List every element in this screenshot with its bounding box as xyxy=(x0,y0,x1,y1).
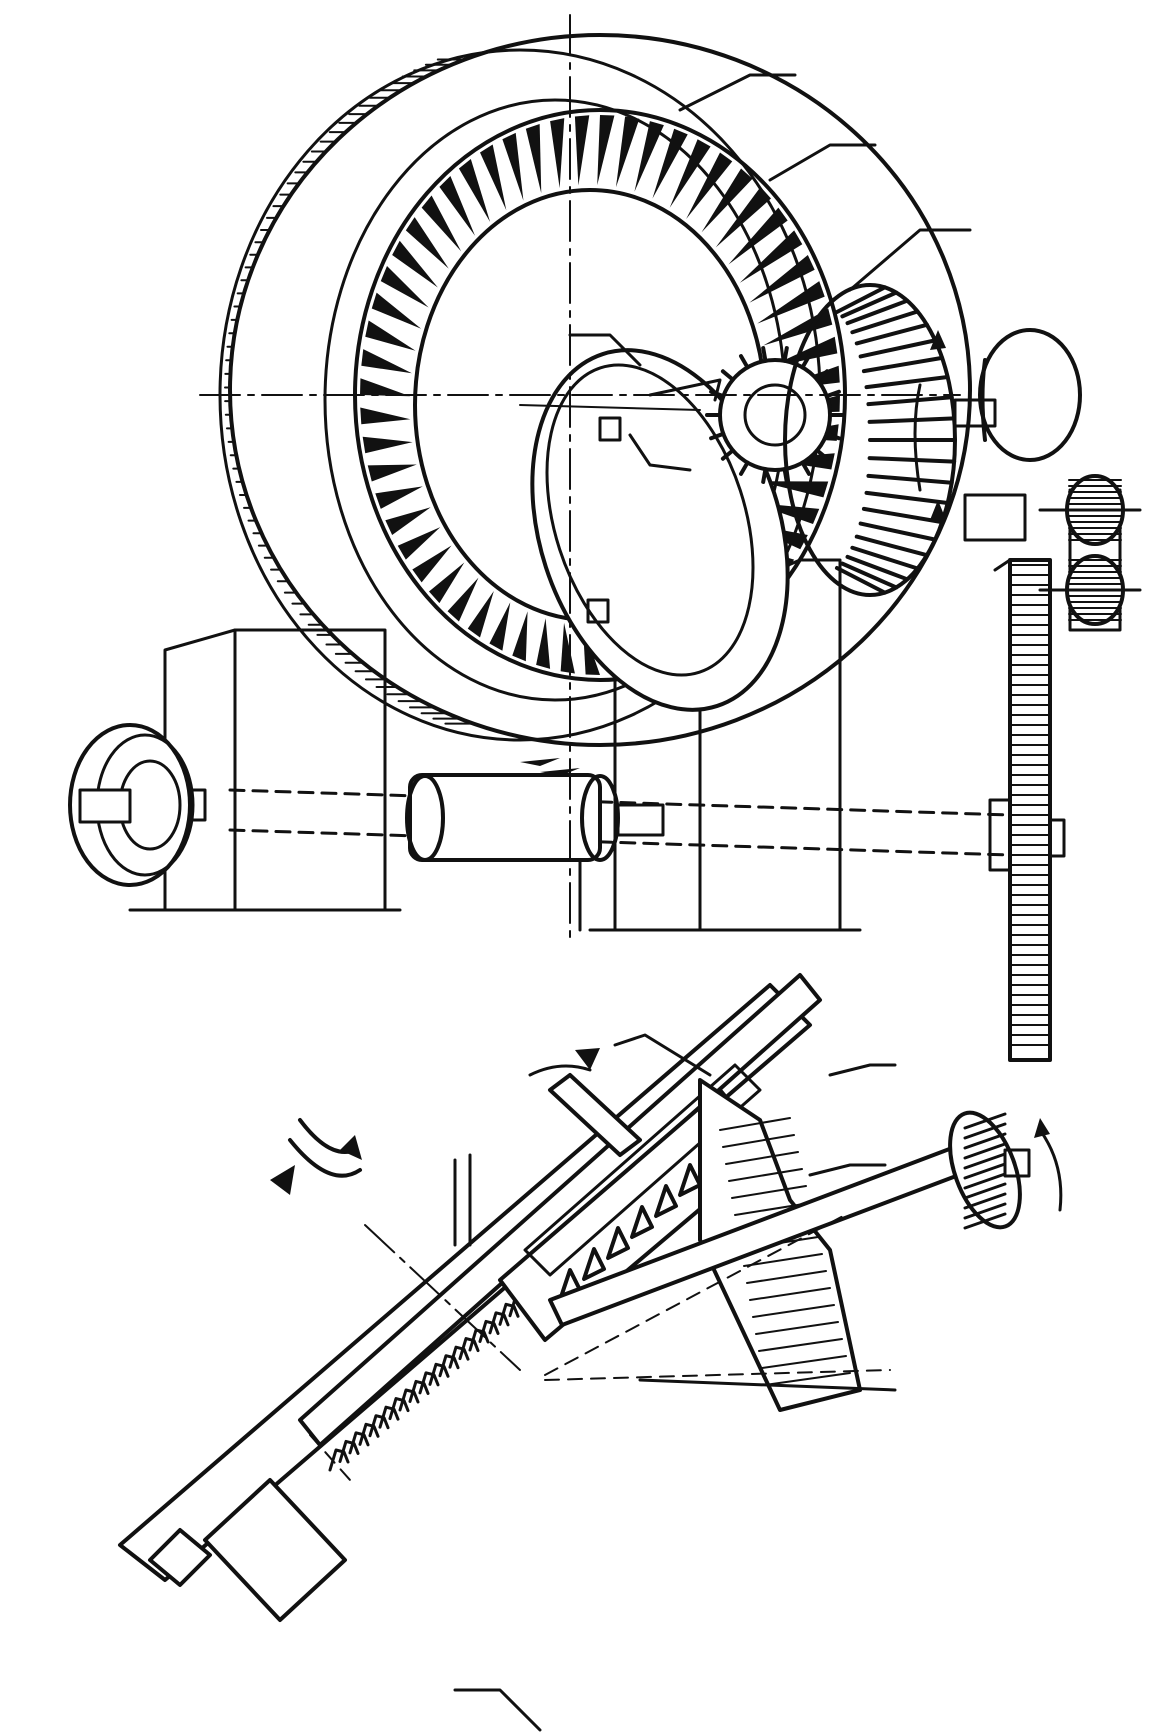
gear-train xyxy=(963,474,1142,632)
upper-assembly xyxy=(68,14,1142,1062)
inclined-slide xyxy=(118,973,822,1622)
leader-lines-lower xyxy=(453,1033,897,1732)
upper-centre-lines xyxy=(199,14,961,941)
workpiece-gear xyxy=(638,1078,897,1412)
lower-shaft xyxy=(228,773,1012,862)
rotation-arrows-lower xyxy=(270,1118,362,1195)
cradle-rim-knurl xyxy=(224,58,475,725)
pinion-gear xyxy=(705,346,845,484)
vertical-rack xyxy=(988,558,1066,1062)
pulley xyxy=(68,723,207,887)
bevel-gear-right xyxy=(783,283,957,597)
upper-shaft xyxy=(528,1048,642,1157)
leader-lines-upper xyxy=(568,73,972,472)
handwheel xyxy=(913,328,1082,492)
lower-assembly xyxy=(118,973,1063,1732)
shaft-gear xyxy=(548,1110,1063,1327)
lower-construction-lines xyxy=(309,1214,891,1481)
